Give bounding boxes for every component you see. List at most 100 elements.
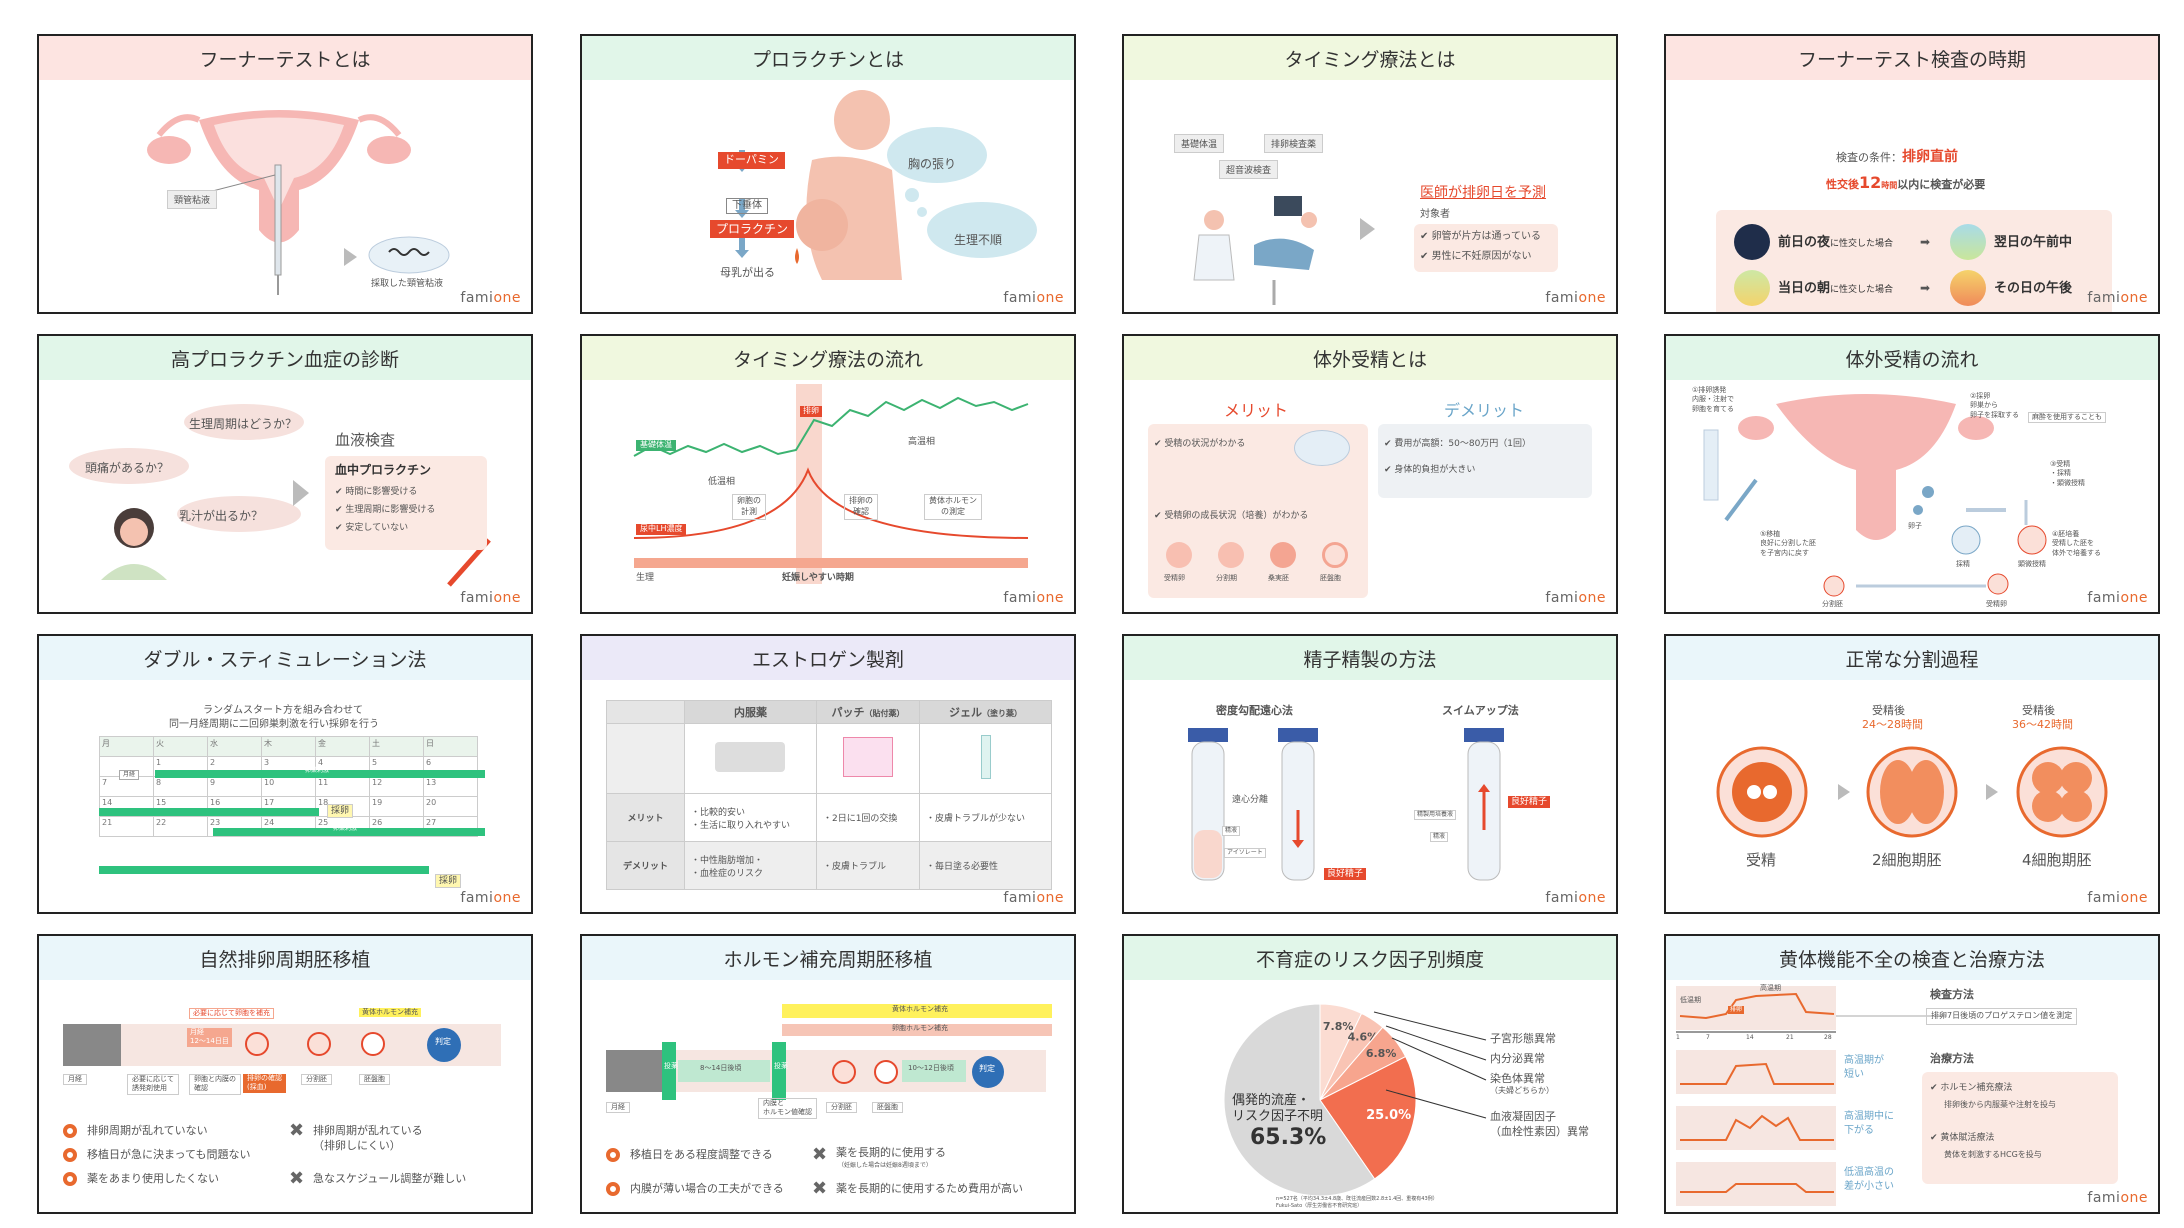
famione-logo: famione xyxy=(1545,290,1606,306)
lh-tag: 尿中LH濃度 xyxy=(636,524,687,535)
confirm-step: 排卵の 確認 xyxy=(844,494,878,520)
breast-label: 胸の張り xyxy=(908,157,957,171)
judge-circle: 判定 xyxy=(427,1028,461,1062)
card-title: 自然排卵周期胚移植 xyxy=(39,936,531,980)
spin-label: 遠心分離 xyxy=(1232,795,1269,805)
temp-charts xyxy=(1676,986,1946,1206)
pie-label-0: 65.3% xyxy=(1250,1125,1326,1150)
legend-chromosome-sub: （夫婦どちらか） xyxy=(1490,1086,1554,1095)
famione-logo: famione xyxy=(1003,590,1064,606)
step-6: 胚盤胞 xyxy=(359,1074,390,1086)
famione-logo: famione xyxy=(460,290,521,306)
card-title: タイミング療法の流れ xyxy=(582,336,1074,380)
step-4: 排卵の確認 (採血) xyxy=(243,1074,286,1093)
card-title: ホルモン補充周期胚移植 xyxy=(582,936,1074,980)
fertile-label: 妊娠しやすい時期 xyxy=(782,573,854,583)
famione-logo: famione xyxy=(2087,590,2148,606)
famione-logo: famione xyxy=(2087,1190,2148,1206)
card-timing-therapy[interactable]: タイミング療法とは 基礎体温 排卵検査薬 超音波検査 医師が排卵日を予測 対象者… xyxy=(1122,34,1618,314)
legend-coagulation: 血液凝固因子 （血栓性素因）異常 xyxy=(1490,1110,1589,1138)
period-label: 生理 xyxy=(636,573,655,583)
pill-icon xyxy=(715,742,786,772)
follicle-step: 卵胞の 計測 xyxy=(732,494,766,520)
div-label: 分割胚 xyxy=(1822,600,1843,608)
question-3: 乳汁が出るか？ xyxy=(179,509,264,523)
card-estrogen[interactable]: エストロゲン製剤 内服薬パッチ（貼付薬）ジェル（塗り薬） メリット・比較的安い・… xyxy=(580,634,1076,914)
micro-label: 顕微授精 xyxy=(2018,560,2046,568)
case-3: 低温高温の 差が小さい xyxy=(1844,1167,1894,1192)
case-2: 高温期中に 下がる xyxy=(1844,1111,1894,1136)
card-title: フーナーテストとは xyxy=(39,36,531,80)
timing-box: 前日の夜に性交した場合 ➡ 翌日の午前中 当日の朝に性交した場合 ➡ その日の午… xyxy=(1716,210,2112,312)
bar-1: 黄体ホルモン補充 xyxy=(782,1004,1052,1018)
famione-logo: famione xyxy=(2087,290,2148,306)
cleavage-illustration xyxy=(1716,746,2108,838)
card-title: 体外受精の流れ xyxy=(1666,336,2158,380)
step-3: ③受精 ・採精 ・顕微授精 xyxy=(2050,460,2085,487)
high-label: 高温期 xyxy=(1760,984,1781,992)
semen-tag-1: 精液 xyxy=(1222,826,1241,837)
card-title: ダブル・スティミュレーション法 xyxy=(39,636,531,680)
uterus-illustration xyxy=(147,110,450,295)
pie-leader-1 xyxy=(1385,1025,1487,1061)
sperm-label: 採精 xyxy=(1956,560,1970,568)
card-title: タイミング療法とは xyxy=(1124,36,1616,80)
card-title: エストロゲン製剤 xyxy=(582,636,1074,680)
high-phase: 高温相 xyxy=(908,437,936,447)
period-tag: 月経 xyxy=(119,770,140,781)
good-tag-2: 良好精子 xyxy=(1508,796,1551,809)
card-cleavage[interactable]: 正常な分割過程 受精後 24〜28時間 受精後 36〜42時間 受精 2細胞期胚… xyxy=(1664,634,2160,914)
step-4: ④胚培養 受精した胚を 体外で培養する xyxy=(2052,530,2101,557)
card-title: 不育症のリスク因子別頻度 xyxy=(1124,936,1616,980)
pituitary-tag: 下垂体 xyxy=(726,198,768,214)
legend-chromosome: 染色体異常 xyxy=(1490,1072,1545,1085)
card-hyperprolactinemia[interactable]: 高プロラクチン血症の診断 生理周期はどうか？ 頭痛があるか？ 乳汁が出るか？ 血… xyxy=(37,334,533,614)
time2-label: 受精後 xyxy=(1872,704,1905,717)
card-luteal-insufficiency[interactable]: 黄体機能不全の検査と治療方法 低温期 高温期 排卵 1 7 14 21 28 検… xyxy=(1664,934,2160,1214)
harvest-tag-2: 採卵 xyxy=(435,874,462,889)
case-1: 高温期が 短い xyxy=(1844,1055,1884,1080)
pie-slice-1 xyxy=(1319,1055,1417,1180)
card-sperm-prep[interactable]: 精子精製の方法 密度勾配遠心法 スイムアップ法 遠心分離 良好精子 良好精子 精… xyxy=(1122,634,1618,914)
card-double-stim[interactable]: ダブル・スティミュレーション法 ランダムスタート方を組み合わせて 同一月経周期に… xyxy=(37,634,533,914)
card-title: 体外受精とは xyxy=(1124,336,1616,380)
ovulation-tag: 排卵 xyxy=(800,406,822,417)
famione-logo: famione xyxy=(2087,890,2148,906)
ok-1: 排卵周期が乱れていない xyxy=(87,1124,208,1137)
step-1: 月経 xyxy=(63,1074,87,1086)
gel-icon xyxy=(980,735,991,779)
question-1: 生理周期はどうか？ xyxy=(189,417,298,431)
card-huhner-timing[interactable]: フーナーテスト検査の時期 検査の条件：排卵直前 性交後12時間以内に検査が必要 … xyxy=(1664,34,2160,314)
card-title: フーナーテスト検査の時期 xyxy=(1666,36,2158,80)
patch-icon xyxy=(842,737,893,777)
forenoon-icon xyxy=(1950,224,1986,260)
ng-1: 薬を長期的に使用する xyxy=(836,1146,946,1159)
card-ivf-flow[interactable]: 体外受精の流れ ①排卵誘発 内服・注射で 卵胞を育てる ②採卵 卵巣から 卵子を… xyxy=(1664,334,2160,614)
step-1: 月経 xyxy=(606,1102,630,1114)
card-huhner-test[interactable]: フーナーテストとは 頸管粘液 採取した頸管粘液 famione xyxy=(37,34,533,314)
ivf-flow-illustration xyxy=(1703,394,2047,597)
card-hormone-cycle[interactable]: ホルモン補充周期胚移植 黄体ホルモン補充 卵胞ホルモン補充 投薬 投薬 8〜14… xyxy=(580,934,1076,1214)
ok-3: 薬をあまり使用したくない xyxy=(87,1172,219,1185)
card-natural-cycle[interactable]: 自然排卵周期胚移植 必要に応じて卵胞を補充 黄体ホルモン補充 月経 12〜14日… xyxy=(37,934,533,1214)
harvest-tag-1: 採卵 xyxy=(327,804,354,819)
card-prolactin[interactable]: プロラクチンとは ドーパミン 下垂体 プロラクチン 母乳が出る 胸の張り 生理不… xyxy=(580,34,1076,314)
time3-value: 36〜42時間 xyxy=(2012,718,2073,731)
day-tag: 月経 12〜14日目 xyxy=(187,1028,232,1047)
step-4: 胚盤胞 xyxy=(872,1102,903,1114)
luteal-step: 黄体ホルモン の測定 xyxy=(924,494,982,520)
prolactin-box: 血中プロラクチン ✔ 時間に影響受ける ✔ 生理周期に影響受ける ✔ 安定してい… xyxy=(325,456,487,550)
check-2: ✔ 男性に不妊原因がない xyxy=(1420,251,1532,262)
card-recurrent-loss[interactable]: 不育症のリスク因子別頻度 7.8%4.6%6.8%25.0%65.3%偶発的流産… xyxy=(1122,934,1618,1214)
pie-leader-0 xyxy=(1373,1011,1487,1041)
legend-uterus: 子宮形態異常 xyxy=(1490,1032,1556,1045)
ok-2: 移植日が急に決まっても問題ない xyxy=(87,1148,251,1161)
card-timing-flow[interactable]: タイミング療法の流れ 基礎体温 尿中LH濃度 排卵 低温相 高温相 卵胞の 計測… xyxy=(580,334,1076,614)
question-2: 頭痛があるか？ xyxy=(85,461,170,475)
ok-1: 移植日をある程度調整できる xyxy=(630,1148,773,1161)
top-note-2: 黄体ホルモン補充 xyxy=(359,1008,421,1018)
demerit-heading: デメリット xyxy=(1444,401,1525,420)
card-ivf[interactable]: 体外受精とは メリット デメリット ✔ 受精の状況がわかる ✔ 受精卵の成長状況… xyxy=(1122,334,1618,614)
estrogen-table: 内服薬パッチ（貼付薬）ジェル（塗り薬） メリット・比較的安い・生活に取り入れやす… xyxy=(606,700,1052,890)
semen-tag-2: 精液 xyxy=(1430,832,1449,843)
